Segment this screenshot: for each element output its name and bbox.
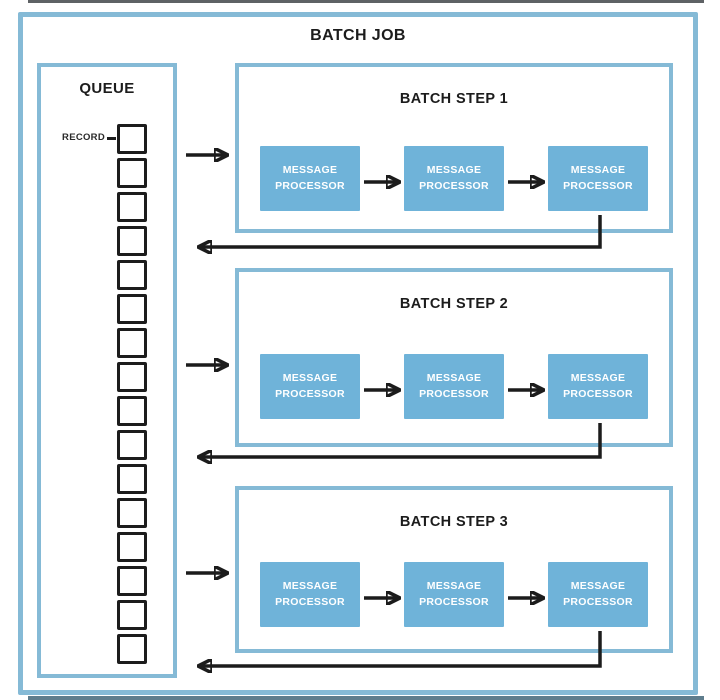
batch-step-3-panel: BATCH STEP 3 MESSAGE PROCESSOR MESSAGE P…: [235, 486, 673, 653]
queue-panel: QUEUE RECORD: [37, 63, 177, 678]
queue-record-box: [117, 566, 147, 596]
message-processor-box: MESSAGE PROCESSOR: [260, 354, 360, 419]
image-top-edge: [28, 0, 704, 3]
queue-record-box: [117, 260, 147, 290]
batch-step-1-processors: MESSAGE PROCESSOR MESSAGE PROCESSOR MESS…: [260, 146, 648, 211]
batch-step-2-processors: MESSAGE PROCESSOR MESSAGE PROCESSOR MESS…: [260, 354, 648, 419]
message-processor-box: MESSAGE PROCESSOR: [404, 562, 504, 627]
queue-record-box: [117, 600, 147, 630]
batch-job-title: BATCH JOB: [310, 27, 406, 44]
record-label: RECORD: [62, 132, 105, 143]
queue-record-box: [117, 464, 147, 494]
batch-step-2-title: BATCH STEP 2: [399, 296, 509, 312]
queue-record-box: [117, 532, 147, 562]
batch-job-container: BATCH JOB QUEUE RECORD BATCH STEP 1 MESS…: [18, 12, 698, 695]
image-bottom-edge: [28, 696, 704, 700]
queue-record-box: [117, 430, 147, 460]
queue-title: QUEUE: [79, 80, 135, 97]
queue-record-box: [117, 362, 147, 392]
queue-record-box: [117, 226, 147, 256]
record-connector-line: [107, 137, 116, 140]
batch-step-3-processors: MESSAGE PROCESSOR MESSAGE PROCESSOR MESS…: [260, 562, 648, 627]
message-processor-box: MESSAGE PROCESSOR: [548, 562, 648, 627]
message-processor-box: MESSAGE PROCESSOR: [548, 146, 648, 211]
message-processor-box: MESSAGE PROCESSOR: [404, 146, 504, 211]
batch-step-3-title: BATCH STEP 3: [399, 514, 509, 530]
message-processor-box: MESSAGE PROCESSOR: [404, 354, 504, 419]
batch-step-2-panel: BATCH STEP 2 MESSAGE PROCESSOR MESSAGE P…: [235, 268, 673, 447]
queue-record-box: [117, 396, 147, 426]
queue-record-box: [117, 634, 147, 664]
message-processor-box: MESSAGE PROCESSOR: [260, 562, 360, 627]
message-processor-box: MESSAGE PROCESSOR: [548, 354, 648, 419]
queue-records: [117, 124, 147, 664]
message-processor-box: MESSAGE PROCESSOR: [260, 146, 360, 211]
queue-record-box: [117, 498, 147, 528]
queue-record-box: [117, 328, 147, 358]
batch-step-1-panel: BATCH STEP 1 MESSAGE PROCESSOR MESSAGE P…: [235, 63, 673, 233]
queue-record-box: [117, 294, 147, 324]
queue-record-box: [117, 158, 147, 188]
batch-step-1-title: BATCH STEP 1: [399, 91, 509, 107]
queue-record-box: [117, 192, 147, 222]
queue-record-box: [117, 124, 147, 154]
